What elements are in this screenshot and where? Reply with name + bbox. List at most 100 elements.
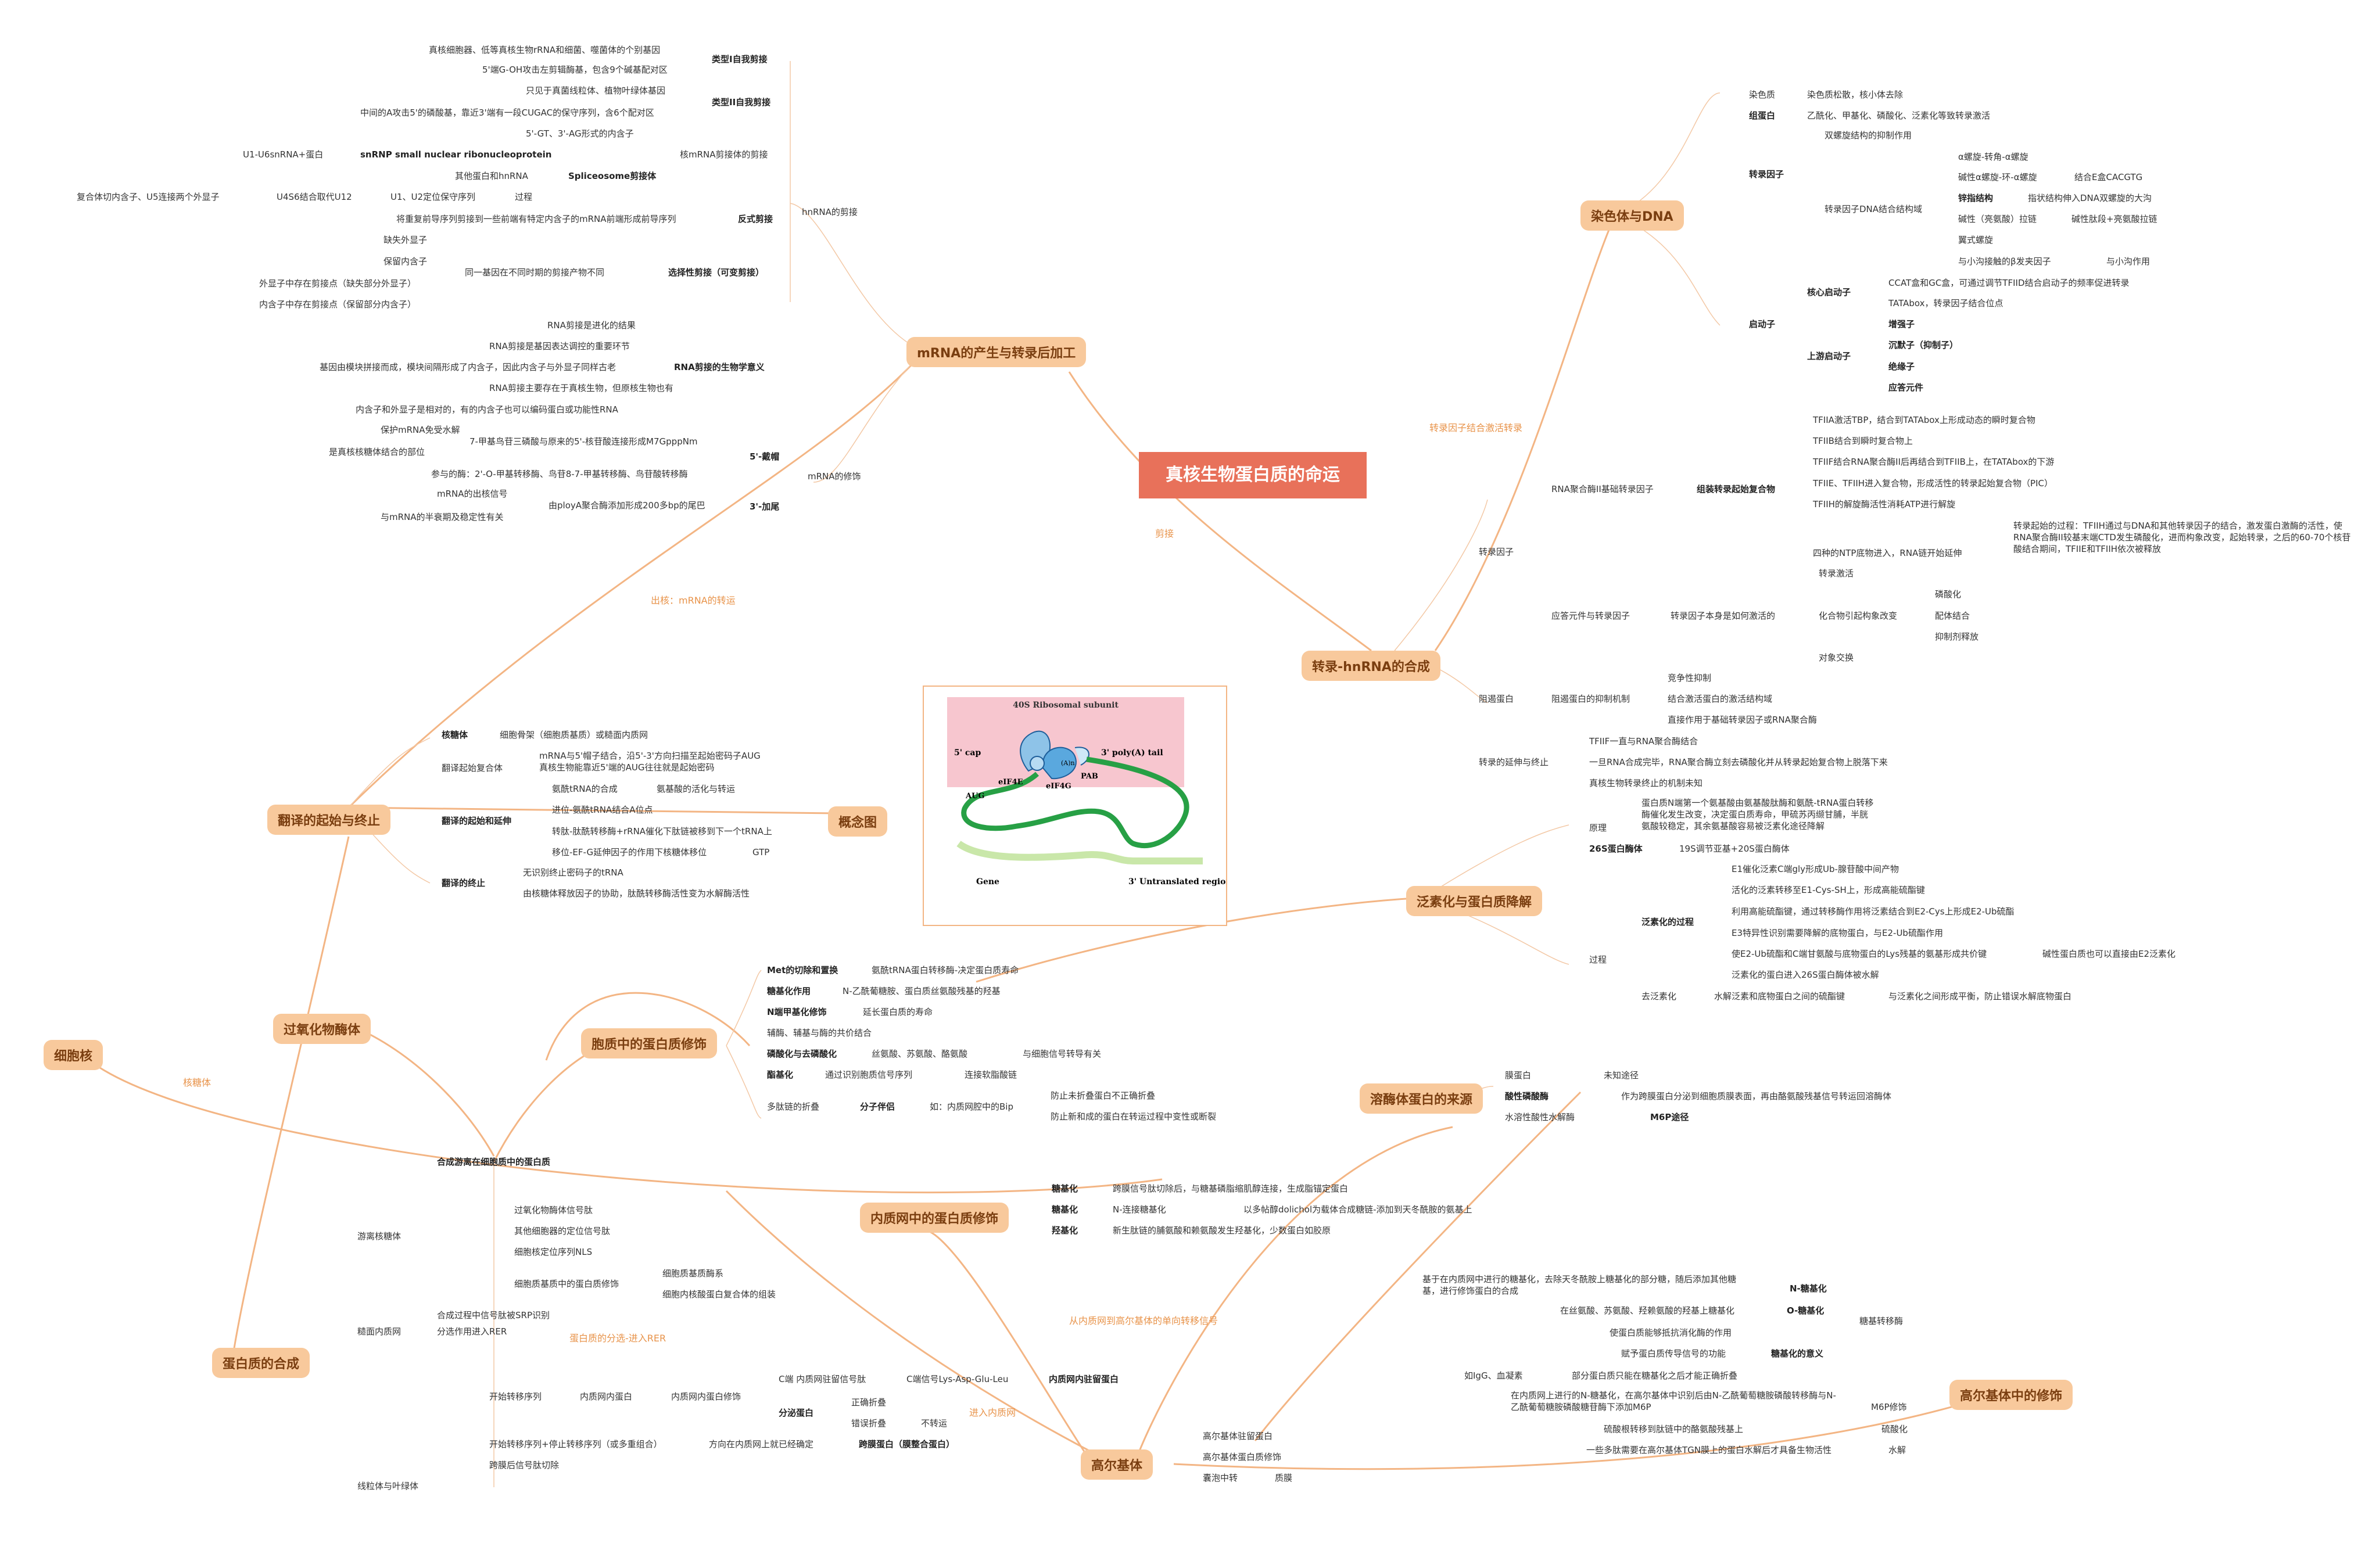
text-item: 分选作用进入RER bbox=[437, 1326, 507, 1337]
hub-protein-synthesis: 蛋白质的合成 bbox=[212, 1348, 310, 1378]
text-item: RNA剪接是进化的结果 bbox=[547, 320, 636, 331]
text-item: 真核细胞器、低等真核生物rRNA和细菌、噬菌体的个别基因 bbox=[429, 45, 661, 55]
figure-label-utr: 3' Untranslated region bbox=[1128, 877, 1226, 887]
n-glycosylation-label: N-糖基化 bbox=[1790, 1283, 1827, 1294]
text-item: 转录激活 bbox=[1819, 568, 1854, 579]
hub-concept-map: 概念图 bbox=[828, 806, 888, 837]
text-item: 乙酰化、甲基化、磷酸化、泛素化等致转录激活 bbox=[1807, 110, 1991, 121]
text-item: U4S6结合取代U12 bbox=[277, 192, 352, 202]
text-item: 7-甲基鸟苷三磷酸与原来的5'-核苷酸连接形成M7GpppNm bbox=[469, 436, 698, 447]
text-item: 氨酰tRNA的合成 bbox=[552, 784, 618, 794]
text-item: 配体结合 bbox=[1935, 611, 1970, 621]
hub-golgi: 高尔基体 bbox=[1081, 1449, 1153, 1480]
er-hydroxylation-label: 羟基化 bbox=[1052, 1225, 1078, 1236]
figure-label-40s: 40S Ribosomal subunit bbox=[1013, 701, 1119, 710]
text-item: TFIIH的解旋酶活性消耗ATP进行解旋 bbox=[1813, 499, 1956, 509]
text-item: 跨膜信号肽切除后，与糖基磷脂缩肌醇连接，生成脂锚定蛋白 bbox=[1113, 1183, 1349, 1194]
text-item: 结合E盒CACGTG bbox=[2074, 172, 2143, 182]
hub-cytosol-modification: 胞质中的蛋白质修饰 bbox=[581, 1028, 718, 1058]
text-item: α螺旋-转角-α螺旋 bbox=[1958, 152, 2028, 162]
text-item: 氨基酸的活化与转运 bbox=[657, 784, 736, 794]
text-item: N-连接糖基化 bbox=[1113, 1204, 1166, 1215]
text-item: 其他细胞器的定位信号肽 bbox=[514, 1226, 611, 1236]
text-item: 中间的A攻击5'的磷酸基，靠近3'端有一段CUGAC的保守序列，含6个配对区 bbox=[360, 107, 654, 118]
text-item: 方向在内质网上就已经确定 bbox=[709, 1439, 814, 1449]
hub-peroxisome: 过氧化物酶体 bbox=[273, 1014, 371, 1044]
text-item: 双螺旋结构的抑制作用 bbox=[1825, 130, 1912, 141]
text-item: 是真核核糖体结合的部位 bbox=[329, 447, 425, 457]
text-item: 直接作用于基础转录因子或RNA聚合酶 bbox=[1668, 715, 1817, 725]
text-item: 指状结构伸入DNA双螺旋的大沟 bbox=[2028, 193, 2152, 203]
text-item: TFIIF一直与RNA聚合酶结合 bbox=[1589, 736, 1698, 747]
hub-chromatin-dna: 染色体与DNA bbox=[1580, 200, 1684, 231]
figure-label-aug: AUG bbox=[965, 792, 985, 801]
text-item: 丝氨酸、苏氨酸、酪氨酸 bbox=[872, 1049, 968, 1059]
text-item: 细胞骨架（细胞质基质）或糙面内质网 bbox=[500, 730, 648, 740]
text-item: 与小沟作用 bbox=[2106, 256, 2150, 267]
histone-label: 组蛋白 bbox=[1749, 110, 1776, 121]
text-item: 一些多肽需要在高尔基体TGN膜上的蛋白水解后才具备生物活性 bbox=[1586, 1445, 1832, 1455]
text-item: 无识别终止密码子的tRNA bbox=[523, 867, 623, 878]
ribosome-illustration: 40S Ribosomal subunit 5' cap 3' poly(A) … bbox=[947, 697, 1232, 887]
text-item: mRNA的出核信号 bbox=[437, 489, 508, 499]
text-item: 竞争性抑制 bbox=[1668, 673, 1712, 683]
text-item: 高尔基体蛋白质修饰 bbox=[1203, 1452, 1282, 1462]
text-item: 阻遏蛋白的抑制机制 bbox=[1551, 694, 1630, 704]
mrna-strand bbox=[961, 756, 1189, 849]
link-export: 出核：mRNA的转运 bbox=[651, 595, 736, 606]
text-item: 内含子和外显子是相对的，有的内含子也可以编码蛋白或功能性RNA bbox=[356, 404, 618, 415]
text-item: 应答元件与转录因子 bbox=[1551, 611, 1630, 621]
text-item: N-乙酰葡糖胺、蛋白质丝氨酸残基的羟基 bbox=[843, 986, 1001, 996]
text-item: 与mRNA的半衰期及稳定性有关 bbox=[381, 512, 504, 522]
hub-lysosome-source: 溶酶体蛋白的来源 bbox=[1360, 1083, 1483, 1114]
text-item: 在丝氨酸、苏氨酸、羟赖氨酸的羟基上糖基化 bbox=[1560, 1305, 1735, 1316]
link-splice: 剪接 bbox=[1155, 528, 1174, 539]
text-item: 线粒体与叶绿体 bbox=[357, 1481, 419, 1491]
text-item: 使E2-Ub硫酯和C端甘氨酸与底物蛋白的Lys残基的氨基形成共价键 bbox=[1732, 949, 1987, 959]
text-item: 19S调节亚基+20S蛋白酶体 bbox=[1679, 844, 1790, 854]
termination-label: 翻译的终止 bbox=[442, 878, 486, 888]
text-item: 与小沟接触的β发夹因子 bbox=[1958, 256, 2051, 267]
figure-label-polya: (A)n bbox=[1061, 759, 1075, 767]
text-item: 开始转移序列+停止转移序列（或多重组合） bbox=[489, 1439, 662, 1449]
text-item: RNA剪接主要存在于真核生物，但原核生物也有 bbox=[489, 383, 673, 393]
text-item: 开始转移序列 bbox=[489, 1391, 542, 1402]
text-item: 转录的延伸与终止 bbox=[1479, 757, 1549, 767]
alternative-splicing: 选择性剪接（可变剪接） bbox=[668, 267, 765, 278]
tf-label: 转录因子 bbox=[1749, 169, 1784, 180]
text-item: 未知途径 bbox=[1604, 1070, 1639, 1081]
text-item: 与细胞信号转导有关 bbox=[1023, 1049, 1102, 1059]
zinc-finger-label: 锌指结构 bbox=[1958, 193, 1994, 203]
eif4g-shape bbox=[1042, 747, 1077, 780]
cytosolic-synthesis-label: 合成游离在细胞质中的蛋白质 bbox=[437, 1157, 551, 1167]
text-item: 碱性（亮氨酸）拉链 bbox=[1958, 214, 2037, 224]
text-item: 蛋白质N端第一个氨基酸由氨基酸肽酶和氨酰-tRNA蛋白转移酶催化发生改变，决定蛋… bbox=[1641, 798, 1874, 831]
link-tf-activation: 转录因子结合激活转录 bbox=[1429, 422, 1523, 433]
hub-translation: 翻译的起始与终止 bbox=[267, 805, 391, 835]
text-item: 基于在内质网中进行的糖基化，去除天冬酰胺上糖基化的部分糖，随后添加其他糖基，进行… bbox=[1422, 1274, 1737, 1296]
text-item: 新生肽链的脯氨酸和赖氨酸发生羟基化，少数蛋白如胶原 bbox=[1113, 1225, 1331, 1236]
figure-label-eif4g: eIF4G bbox=[1046, 782, 1071, 791]
text-item: TFIIB结合到瞬时复合物上 bbox=[1813, 436, 1913, 446]
link-er-to-golgi: 从内质网到高尔基体的单向转移信号 bbox=[1069, 1315, 1218, 1326]
text-item: 化合物引起构象改变 bbox=[1819, 611, 1898, 621]
proteasome-label: 26S蛋白酶体 bbox=[1589, 844, 1643, 854]
text-item: 由核糖体释放因子的协助，肽酰转移酶活性变为水解酶活性 bbox=[523, 888, 750, 899]
text-item: mRNA与5'帽子结合，沿5'-3'方向扫描至起始密码子AUG bbox=[539, 751, 761, 761]
text-item: 防止未折叠蛋白不正确折叠 bbox=[1051, 1090, 1156, 1101]
text-item: 氨酰tRNA蛋白转移酶-决定蛋白质寿命 bbox=[872, 965, 1019, 975]
text-item: U1、U2定位保守序列 bbox=[390, 192, 476, 202]
mrna-modification: mRNA的修饰 bbox=[808, 471, 861, 482]
ribosome-label: 核糖体 bbox=[442, 730, 468, 740]
text-item: 如：内质网腔中的Bip bbox=[930, 1101, 1013, 1112]
text-item: 转录因子本身是如何激活的 bbox=[1671, 611, 1776, 621]
text-item: 抑制剂释放 bbox=[1935, 631, 1979, 642]
text-item: 膜蛋白 bbox=[1505, 1070, 1532, 1081]
text-item: 5'-GT、3'-AG形式的内含子 bbox=[526, 128, 634, 139]
link-er-lumen: 进入内质网 bbox=[969, 1407, 1016, 1418]
text-item: RNA剪接是基因表达调控的重要环节 bbox=[489, 341, 630, 351]
text-item: 碱性蛋白质也可以直接由E2泛素化 bbox=[2042, 949, 2176, 959]
text-item: 沉默子（抑制子） bbox=[1888, 340, 1959, 350]
text-item: 过程 bbox=[515, 192, 533, 202]
text-item: E1催化泛素C端gly形成Ub-腺苷酸中间产物 bbox=[1732, 864, 1899, 874]
